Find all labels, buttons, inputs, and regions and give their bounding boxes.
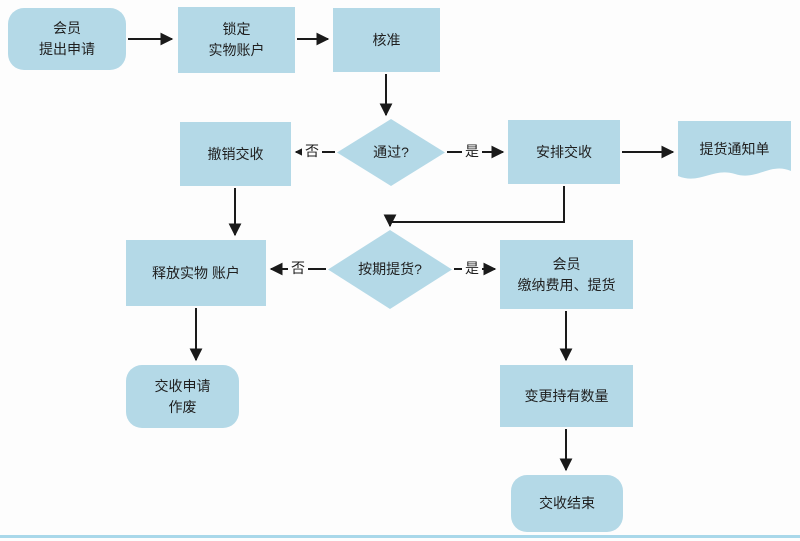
edge-label-ontime-no: 否 [288, 259, 308, 277]
document-shape [678, 121, 791, 179]
node-delivery-end: 交收结束 [511, 475, 623, 532]
node-approve: 核准 [333, 8, 440, 72]
node-member-apply: 会员 提出申请 [8, 8, 126, 70]
node-cancel-delivery: 撤销交收 [180, 122, 291, 186]
node-change-quantity: 变更持有数量 [500, 365, 633, 427]
node-release-account: 释放实物 账户 [126, 240, 266, 306]
edge-label-pass-yes: 是 [462, 142, 482, 160]
node-pickup-notice: 提货通知单 [678, 121, 791, 185]
node-pass-decision: 通过? [337, 119, 445, 186]
node-application-void: 交收申请 作废 [126, 365, 239, 428]
node-ontime-decision: 按期提货? [328, 230, 452, 309]
node-arrange-delivery: 安排交收 [508, 120, 620, 184]
bottom-divider [0, 535, 800, 538]
arrow-arrange-to-ontime [383, 186, 565, 228]
document-label: 提货通知单 [699, 140, 770, 157]
edge-label-ontime-yes: 是 [462, 259, 482, 277]
edge-label-pass-no: 否 [302, 142, 322, 160]
node-lock-account: 锁定 实物账户 [178, 7, 295, 73]
node-member-pay: 会员 缴纳费用、提货 [500, 240, 633, 309]
